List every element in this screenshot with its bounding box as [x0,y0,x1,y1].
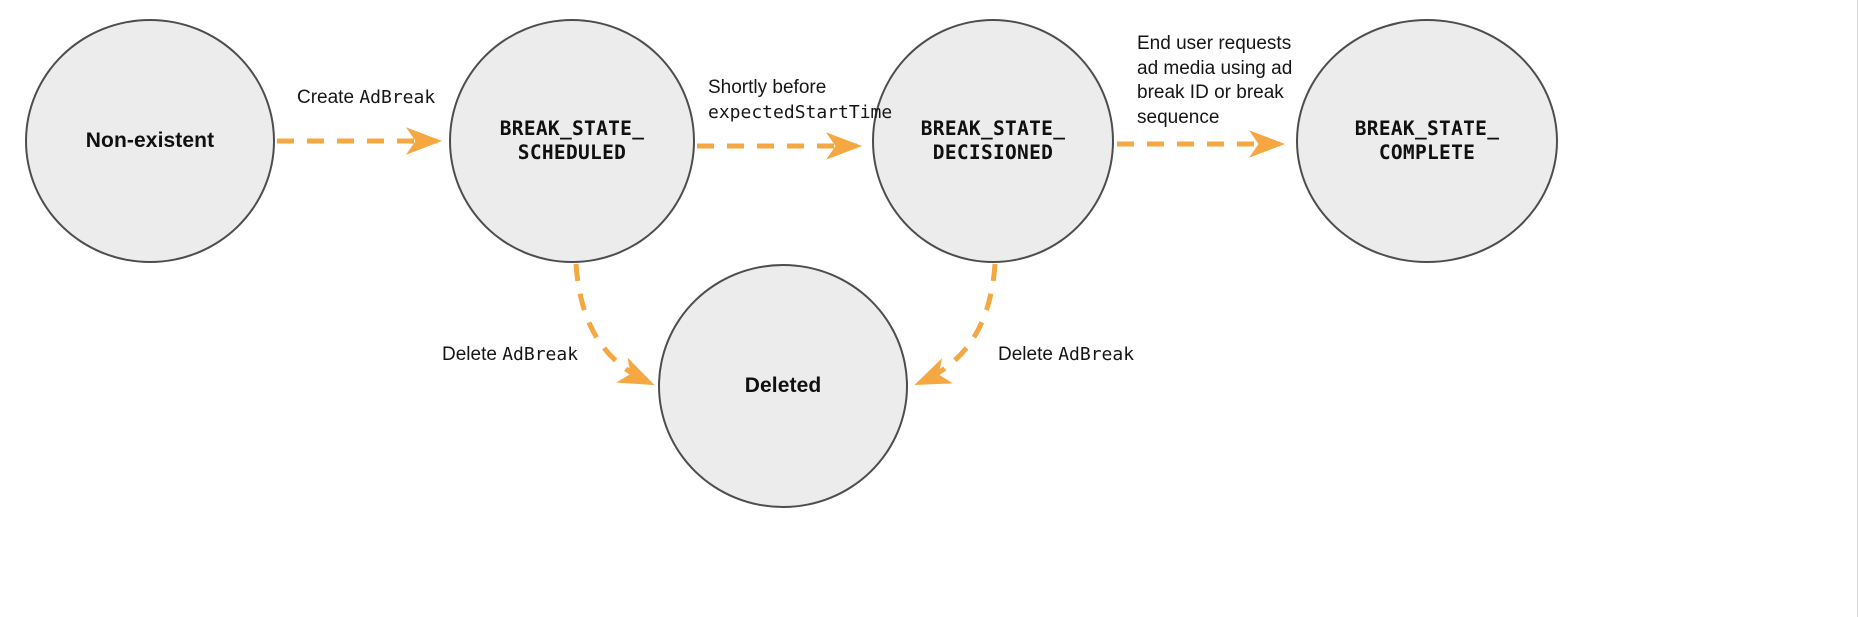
edge-label-line: End user requests [1137,32,1292,57]
edge-label-line: ad media using ad [1137,57,1292,82]
state-node-label: Deleted [744,374,822,398]
state-node-label: BREAK_STATE_ COMPLETE [1354,117,1500,164]
edge-label-line: expectedStartTime [708,101,892,126]
state-node-label: BREAK_STATE_ SCHEDULED [499,117,645,164]
edge-label-line: Delete AdBreak [442,343,578,368]
text-token: Create [297,87,360,108]
edge-label-line: Create AdBreak [297,86,435,111]
edge-label-shortly-before-expected-start-time: Shortly before expectedStartTime [708,76,892,125]
state-node-break-state-scheduled[interactable]: BREAK_STATE_ SCHEDULED [449,19,695,263]
code-token: AdBreak [1058,344,1135,365]
text-token: Delete [442,344,503,365]
state-node-deleted[interactable]: Deleted [658,264,908,508]
text-token: Shortly before [708,77,827,98]
edge-delete-adbreak-from-scheduled [573,263,655,386]
text-token: break ID or break [1137,82,1284,104]
text-token: End user requests [1137,33,1292,54]
edge-label-delete-adbreak-from-scheduled: Delete AdBreak [442,343,578,368]
text-token: Delete [998,344,1059,365]
state-node-break-state-decisioned[interactable]: BREAK_STATE_ DECISIONED [872,19,1114,263]
code-token: AdBreak [502,344,579,365]
edge-label-line: break ID or break [1137,81,1292,106]
edge-label-end-user-requests-ad-media: End user requests ad media using ad break … [1137,32,1292,131]
edge-label-line: sequence [1137,106,1292,131]
code-token: expectedStartTime [708,101,893,123]
edge-label-delete-adbreak-from-decisioned: Delete AdBreak [998,343,1134,368]
edge-label-line: Shortly before [708,76,892,101]
code-token: AdBreak [359,87,436,108]
state-node-label: BREAK_STATE_ DECISIONED [920,117,1066,164]
edge-label-create-adbreak: Create AdBreak [297,86,435,111]
text-token: ad media using ad [1137,57,1293,79]
state-node-break-state-complete[interactable]: BREAK_STATE_ COMPLETE [1296,19,1558,263]
state-node-label: Non-existent [85,129,215,153]
edge-label-line: Delete AdBreak [998,343,1134,368]
state-node-non-existent[interactable]: Non-existent [25,19,275,263]
edge-delete-adbreak-from-decisioned [914,263,998,386]
text-token: sequence [1137,107,1220,129]
